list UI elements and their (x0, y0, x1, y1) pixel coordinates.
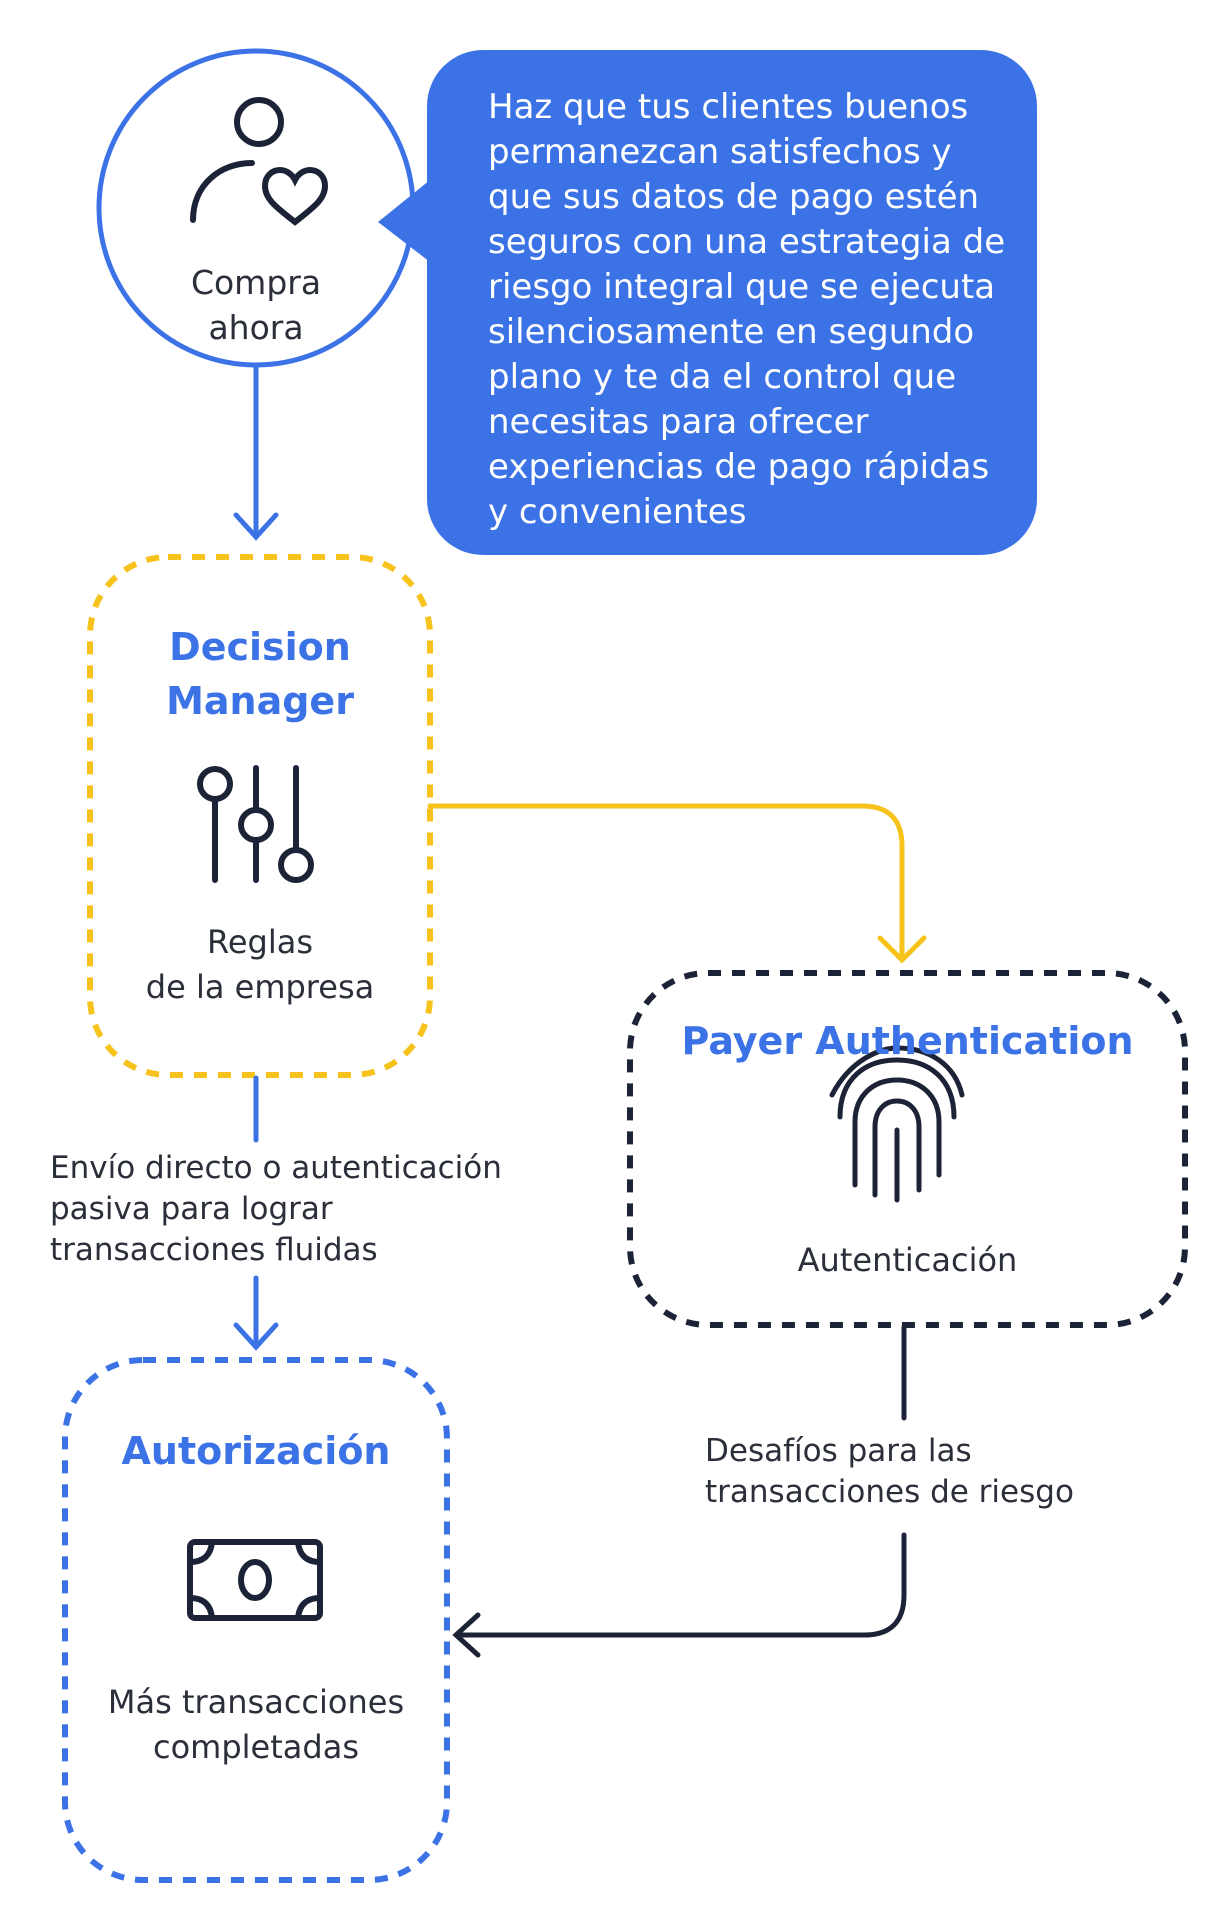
authorization-label: Más transacciones completadas (75, 1680, 437, 1770)
authorization-title: Autorización (121, 1429, 391, 1473)
user-heart-icon (190, 97, 329, 226)
challenge-edge-label-line1: Desafíos para las (705, 1433, 972, 1469)
arrow-payer-to-authorization (452, 1324, 907, 1658)
decision-manager-box (87, 554, 433, 1078)
challenge-edge-label-line2: transacciones de riesgo (705, 1474, 1074, 1510)
decision-manager-label-line2: de la empresa (145, 968, 375, 1006)
authorization-label-line1: Más transacciones (107, 1683, 405, 1721)
start-label-line1: Compra (190, 263, 322, 302)
money-icon (187, 1539, 323, 1621)
challenge-edge-label: Desafíos para las transacciones de riesg… (705, 1431, 1205, 1513)
direct-edge-label-line2: pasiva para lograr (50, 1191, 333, 1227)
payer-auth-box (627, 970, 1188, 1328)
arrow-decision-to-authorization (233, 1075, 279, 1351)
direct-edge-label-line3: transacciones fluidas (50, 1232, 378, 1268)
decision-manager-title-line2: Manager (166, 679, 354, 723)
decision-manager-label-line1: Reglas (207, 923, 313, 961)
authorization-label-line2: completadas (153, 1728, 359, 1766)
direct-edge-label: Envío directo o autenticación pasiva par… (50, 1148, 590, 1271)
fingerprint-icon (829, 1045, 965, 1203)
payer-auth-title: Payer Authentication (681, 1019, 1134, 1063)
authorization-box (62, 1357, 450, 1883)
sliders-icon (197, 765, 314, 883)
payer-auth-label: Autenticación (797, 1241, 1018, 1279)
start-label-line2: ahora (208, 308, 304, 347)
callout-text: Haz que tus clientes buenos permanezcan … (488, 87, 1006, 532)
decision-manager-title-line1: Decision (169, 625, 351, 669)
decision-manager-title: Decision Manager (120, 620, 400, 728)
direct-edge-label-line1: Envío directo o autenticación (50, 1150, 502, 1186)
arrow-start-to-decision (233, 363, 279, 541)
arrow-decision-to-payer (427, 803, 927, 964)
decision-manager-label: Reglas de la empresa (110, 920, 410, 1010)
callout-bubble (378, 50, 1037, 555)
start-label: Compra ahora (156, 260, 356, 350)
